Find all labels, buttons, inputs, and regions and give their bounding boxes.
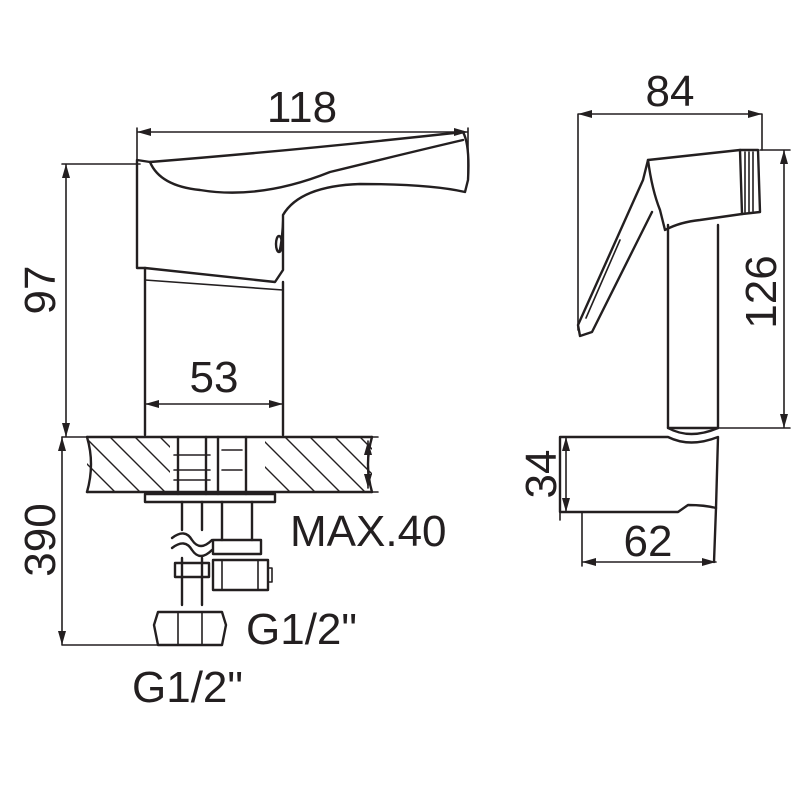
thread-label-right: G1/2" [246, 605, 357, 654]
dim-84-text: 84 [646, 67, 695, 116]
dim-62-text: 62 [624, 517, 673, 566]
hand-sprayer [576, 148, 762, 436]
dim-390-text: 390 [16, 503, 65, 576]
mounting-hardware [143, 435, 277, 647]
dimension-126: 126 [717, 149, 791, 429]
dim-53-text: 53 [190, 353, 239, 402]
dimension-118: 118 [136, 83, 469, 181]
sprayer-holder [558, 435, 720, 564]
counter-top-section [85, 435, 374, 494]
faucet-body [135, 130, 470, 437]
dimension-max-40: MAX.40 [290, 436, 447, 556]
dimension-97: 97 [16, 163, 141, 438]
dimension-34: 34 [517, 436, 570, 513]
dim-118-text: 118 [267, 83, 337, 132]
dimension-390: 390 [16, 436, 161, 646]
thread-label-bottom: G1/2" [132, 663, 243, 712]
dimension-84: 84 [577, 67, 763, 331]
dim-97-text: 97 [16, 266, 65, 315]
dim-126-text: 126 [737, 255, 786, 328]
dimension-53: 53 [144, 353, 284, 408]
dim-34-text: 34 [517, 450, 566, 499]
max-thickness-label: MAX.40 [290, 507, 447, 556]
dimension-62: 62 [581, 511, 717, 567]
